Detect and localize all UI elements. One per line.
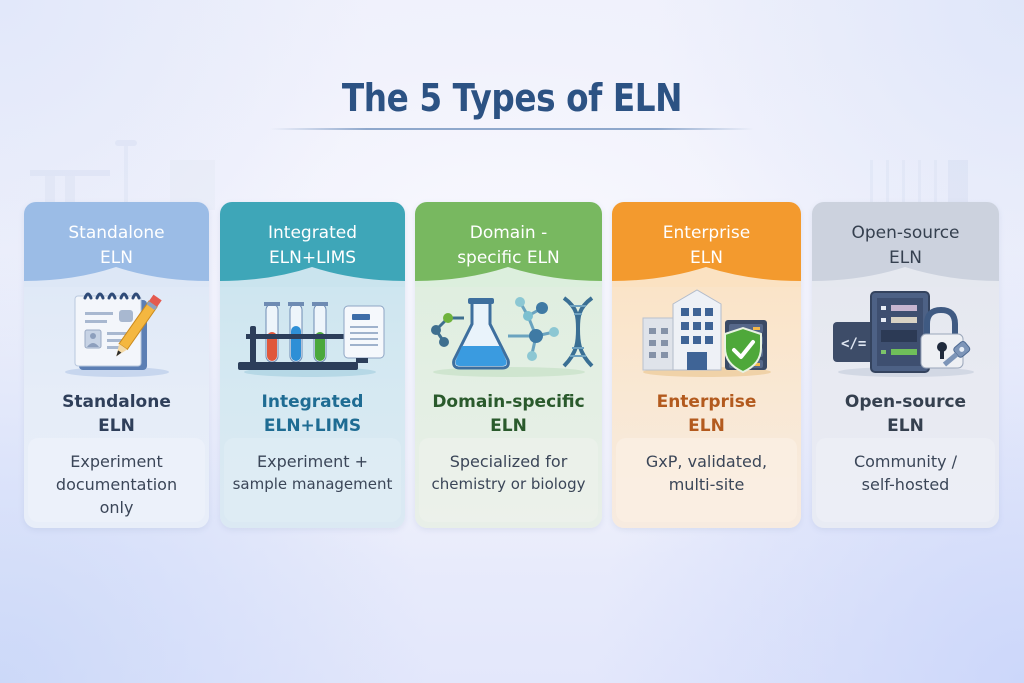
notebook-pencil-icon xyxy=(24,284,209,384)
card-header-line: ELN xyxy=(690,248,723,268)
card-header-line: Open-source xyxy=(851,223,960,243)
card-integrated-eln-lims: Integrated ELN+LIMS Integrated ELN+LIMS xyxy=(220,202,405,528)
card-title: Standalone ELN xyxy=(24,390,209,438)
card-description: Community / self-hosted xyxy=(816,438,995,522)
card-standalone-eln: Standalone ELN xyxy=(24,202,209,528)
building-server-shield-icon xyxy=(612,284,801,384)
description-line: self-hosted xyxy=(861,475,950,494)
title-divider xyxy=(270,128,754,130)
card-description: Specialized for chemistry or biology xyxy=(419,438,598,522)
card-header-line: specific ELN xyxy=(457,248,560,268)
card-enterprise-eln: Enterprise ELN xyxy=(612,202,801,528)
card-title-line: Integrated xyxy=(261,392,364,412)
card-title: Open-source ELN xyxy=(812,390,999,438)
card-title: Enterprise ELN xyxy=(612,390,801,438)
card-title-line: ELN xyxy=(490,416,527,436)
description-line: Specialized for xyxy=(449,452,568,471)
description-line: multi-site xyxy=(668,475,745,494)
card-description: Experiment documentation only xyxy=(28,438,205,522)
description-line: GxP, validated, xyxy=(645,452,768,471)
background-shelf-icon xyxy=(860,160,975,206)
card-title-line: Domain-specific xyxy=(432,392,585,412)
card-header-line: ELN+LIMS xyxy=(268,248,357,268)
card-description: Experiment + sample management xyxy=(224,438,401,522)
test-tubes-rack-icon xyxy=(220,284,405,384)
card-header-line: Domain - xyxy=(469,223,548,243)
card-domain-specific-eln: Domain - specific ELN xyxy=(415,202,602,528)
card-title-line: Enterprise xyxy=(656,392,757,412)
description-line: only xyxy=(99,498,134,517)
card-header-line: Integrated xyxy=(267,223,358,243)
page-title: The 5 Types of ELN xyxy=(341,76,683,120)
description-line: chemistry or biology xyxy=(431,475,586,493)
card-description: GxP, validated, multi-site xyxy=(616,438,797,522)
card-header: Enterprise ELN xyxy=(612,202,801,287)
description-line: Experiment xyxy=(70,452,163,471)
card-title-line: ELN xyxy=(98,416,135,436)
card-header-line: Standalone xyxy=(68,223,165,243)
card-header-line: ELN xyxy=(100,248,133,268)
background-lab-bench-icon xyxy=(30,140,215,210)
card-title-line: Open-source xyxy=(844,392,967,412)
card-title-line: ELN+LIMS xyxy=(263,416,362,436)
card-header: Standalone ELN xyxy=(24,202,209,287)
card-title: Domain-specific ELN xyxy=(415,390,602,438)
card-header: Domain - specific ELN xyxy=(415,202,602,287)
card-header: Open-source ELN xyxy=(812,202,999,287)
card-title-line: Standalone xyxy=(62,392,171,412)
card-title: Integrated ELN+LIMS xyxy=(220,390,405,438)
card-header-line: ELN xyxy=(889,248,922,268)
code-server-lock-icon: </= xyxy=(812,284,999,384)
flask-molecule-dna-icon xyxy=(415,284,602,384)
card-header: Integrated ELN+LIMS xyxy=(220,202,405,287)
description-line: sample management xyxy=(232,475,393,493)
description-line: Experiment + xyxy=(257,452,368,471)
card-header-line: Enterprise xyxy=(662,223,751,243)
description-line: Community / xyxy=(853,452,958,471)
card-title-line: ELN xyxy=(887,416,924,436)
card-open-source-eln: Open-source ELN </= Open-source xyxy=(812,202,999,528)
card-title-line: ELN xyxy=(688,416,725,436)
description-line: documentation xyxy=(55,475,178,494)
svg-text:</=: </= xyxy=(841,336,866,352)
